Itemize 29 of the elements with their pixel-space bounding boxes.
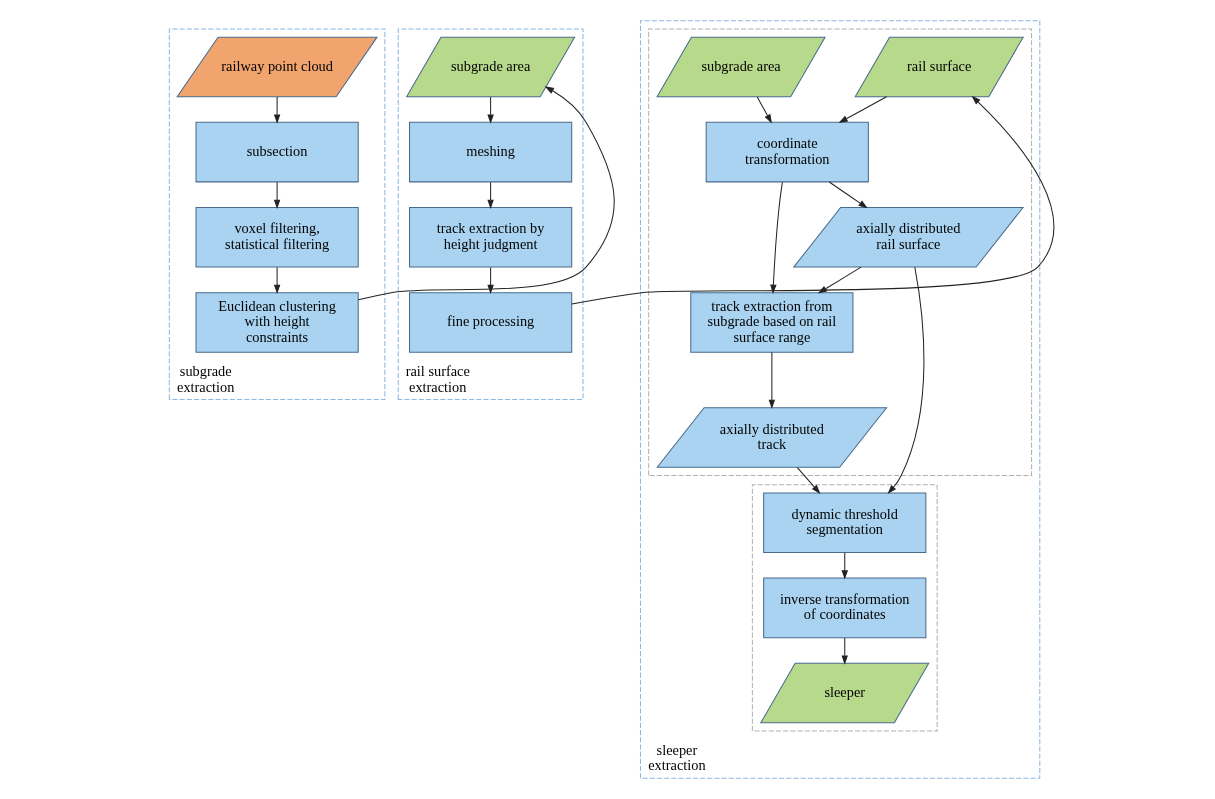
- cluster: [648, 28, 1033, 476]
- arrow: [841, 637, 848, 665]
- arrow: [487, 266, 494, 295]
- arrow: [828, 181, 868, 209]
- arrow: [273, 96, 281, 124]
- arrow: [796, 467, 821, 494]
- arrow: [756, 96, 772, 124]
- arrow: [273, 266, 281, 295]
- arrow: [487, 181, 494, 209]
- arrow: [887, 266, 925, 494]
- arrow: [571, 95, 1055, 305]
- node-box: track extraction by height judgment: [409, 207, 573, 268]
- node-box: meshing: [409, 121, 573, 183]
- arrow: [841, 552, 848, 580]
- node-box: subsection: [195, 121, 359, 183]
- arrow: [817, 266, 862, 294]
- node-box: voxel filtering, statistical filtering: [195, 207, 359, 268]
- node-box: inverse transformation of coordinates: [763, 577, 927, 639]
- node-box: coordinate transformation: [705, 121, 869, 183]
- node-box: dynamic threshold segmentation: [763, 492, 927, 553]
- node-box: Euclidean clustering with height constraints: [195, 292, 359, 353]
- arrow: [273, 181, 281, 209]
- node-box: fine processing: [409, 292, 573, 353]
- node-box: track extraction from subgrade based on rail surface range: [690, 292, 854, 353]
- arrow: [770, 181, 783, 294]
- arrow: [838, 96, 887, 124]
- arrow: [768, 351, 776, 409]
- arrow: [357, 86, 615, 301]
- arrow: [487, 96, 494, 124]
